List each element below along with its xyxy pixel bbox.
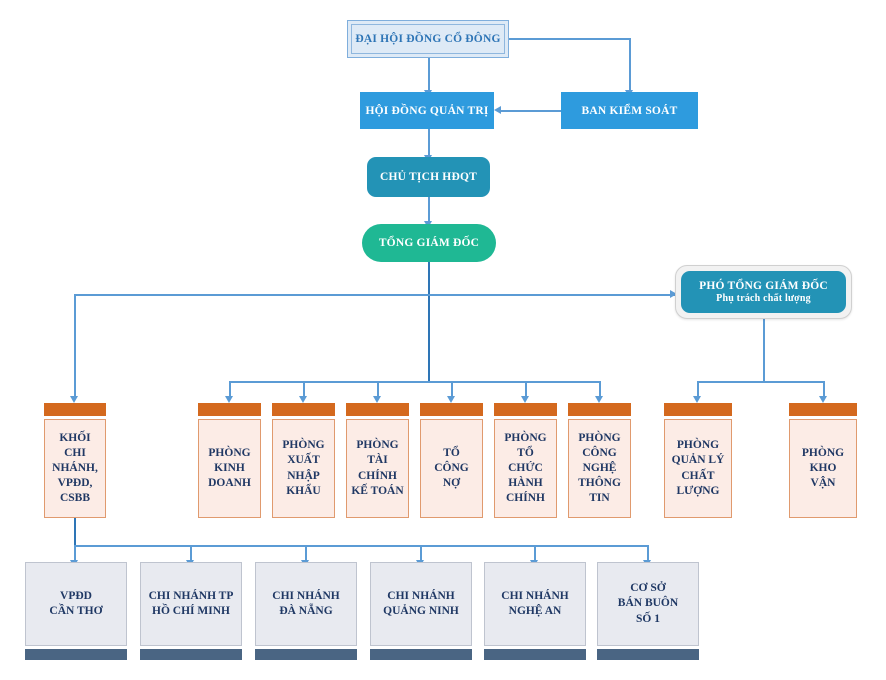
connector-assembly-to-supervisory-h: [509, 38, 631, 40]
department-cap: [568, 403, 631, 416]
node-ceo[interactable]: TỔNG GIÁM ĐỐC: [362, 224, 496, 262]
connector-chairman-to-ceo: [428, 197, 430, 224]
connector-dept-drop-4: [451, 381, 453, 398]
node-board-of-directors[interactable]: HỘI ĐỒNG QUẢN TRỊ: [360, 92, 494, 129]
node-deputy-ceo-inner: PHÓ TỔNG GIÁM ĐỐC Phụ trách chất lượng: [681, 271, 846, 313]
connector-branch-drop-6: [647, 545, 649, 562]
connector-deputy-fan-bar: [697, 381, 825, 383]
department-cap: [346, 403, 409, 416]
node-shareholders-assembly[interactable]: ĐẠI HỘI ĐỒNG CỔ ĐÔNG: [347, 20, 509, 58]
department-cap: [664, 403, 732, 416]
connector-block-trunk: [74, 518, 77, 546]
connector-dept-drop-2: [303, 381, 305, 398]
connector-ceo-level-bar: [74, 294, 676, 296]
branch-foot: [140, 649, 242, 660]
connector-branch-drop-2: [190, 545, 192, 562]
connector-dept-drop-5: [525, 381, 527, 398]
arrow-ceo-to-deputy: [670, 290, 677, 298]
arrow-dept-4: [447, 396, 455, 403]
node-shareholders-assembly-label: ĐẠI HỘI ĐỒNG CỔ ĐÔNG: [351, 24, 505, 54]
arrow-dept-5: [521, 396, 529, 403]
department-cap: [420, 403, 483, 416]
connector-assembly-to-board: [428, 58, 430, 92]
node-deputy-ceo-quality[interactable]: PHÓ TỔNG GIÁM ĐỐC Phụ trách chất lượng: [675, 265, 852, 319]
branch-foot: [25, 649, 127, 660]
connector-dept-drop-3: [377, 381, 379, 398]
arrow-ceo-to-block: [70, 396, 78, 403]
arrow-dept-2: [299, 396, 307, 403]
connector-deputy-trunk: [763, 319, 765, 381]
branch-foot: [255, 649, 357, 660]
connector-dept-drop-6: [599, 381, 601, 398]
department-cap: [44, 403, 106, 416]
department-cap: [198, 403, 261, 416]
node-supervisory-board[interactable]: BAN KIỂM SOÁT: [561, 92, 698, 129]
connector-branch-drop-3: [305, 545, 307, 562]
arrow-supervisory-to-board: [494, 106, 501, 114]
connector-deputy-drop-2: [823, 381, 825, 398]
connector-branch-fan-bar: [74, 545, 648, 547]
connector-supervisory-to-board: [500, 110, 562, 112]
arrow-dept-1: [225, 396, 233, 403]
node-deputy-ceo-label: PHÓ TỔNG GIÁM ĐỐC: [699, 280, 828, 292]
connector-department-fan-bar: [229, 381, 599, 383]
connector-branch-drop-4: [420, 545, 422, 562]
connector-branch-drop-5: [534, 545, 536, 562]
branch-foot: [370, 649, 472, 660]
arrow-deputy-dept-1: [693, 396, 701, 403]
branch-foot: [484, 649, 586, 660]
branch-foot: [597, 649, 699, 660]
node-deputy-ceo-sublabel: Phụ trách chất lượng: [716, 293, 811, 304]
connector-assembly-to-supervisory-v: [629, 38, 631, 92]
connector-ceo-trunk: [428, 262, 431, 382]
node-chairman[interactable]: CHỦ TỊCH HĐQT: [367, 157, 490, 197]
department-cap: [789, 403, 857, 416]
department-cap: [494, 403, 557, 416]
arrow-deputy-dept-2: [819, 396, 827, 403]
department-cap: [272, 403, 335, 416]
arrow-dept-6: [595, 396, 603, 403]
arrow-dept-3: [373, 396, 381, 403]
connector-deputy-drop-1: [697, 381, 699, 398]
connector-board-to-chairman: [428, 129, 430, 157]
connector-ceo-to-block-v: [74, 294, 76, 398]
connector-branch-drop-1: [74, 545, 76, 562]
connector-dept-drop-1: [229, 381, 231, 398]
